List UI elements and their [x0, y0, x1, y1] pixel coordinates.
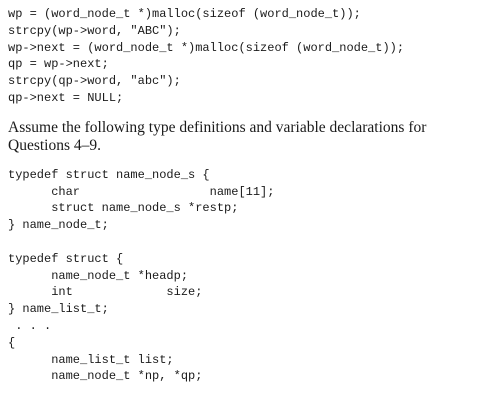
instruction-paragraph: Assume the following type definitions an… [8, 119, 468, 155]
clipped-text-line [8, 397, 478, 405]
code-line: wp->next = (word_node_t *)malloc(sizeof … [8, 40, 405, 55]
blank-line [8, 234, 482, 251]
code-block-typedefs: typedef struct name_node_s { char name[1… [8, 167, 482, 385]
code-line: name_list_t list; [8, 352, 174, 367]
code-line: } name_node_t; [8, 218, 109, 233]
code-line: char name[11]; [8, 184, 275, 199]
code-line: name_node_t *headp; [8, 268, 189, 283]
code-line: struct name_node_s *restp; [8, 201, 239, 216]
paragraph-line: Questions 4–9. [8, 136, 101, 154]
code-line: int size; [8, 285, 203, 300]
code-line: name_node_t *np, *qp; [8, 369, 203, 384]
code-line: qp = wp->next; [8, 57, 109, 72]
document-page: wp = (word_node_t *)malloc(sizeof (word_… [8, 6, 482, 385]
code-line: typedef struct name_node_s { [8, 167, 210, 182]
code-block-malloc: wp = (word_node_t *)malloc(sizeof (word_… [8, 6, 482, 107]
code-line: strcpy(qp->word, "abc"); [8, 74, 181, 89]
paragraph-line: Assume the following type definitions an… [8, 118, 427, 136]
code-line: strcpy(wp->word, "ABC"); [8, 23, 181, 38]
code-line: { [8, 335, 16, 350]
code-line: typedef struct { [8, 251, 124, 266]
code-line: } name_list_t; [8, 302, 109, 317]
code-line: wp = (word_node_t *)malloc(sizeof (word_… [8, 7, 361, 21]
code-line: qp->next = NULL; [8, 90, 124, 105]
code-line: . . . [8, 318, 52, 333]
